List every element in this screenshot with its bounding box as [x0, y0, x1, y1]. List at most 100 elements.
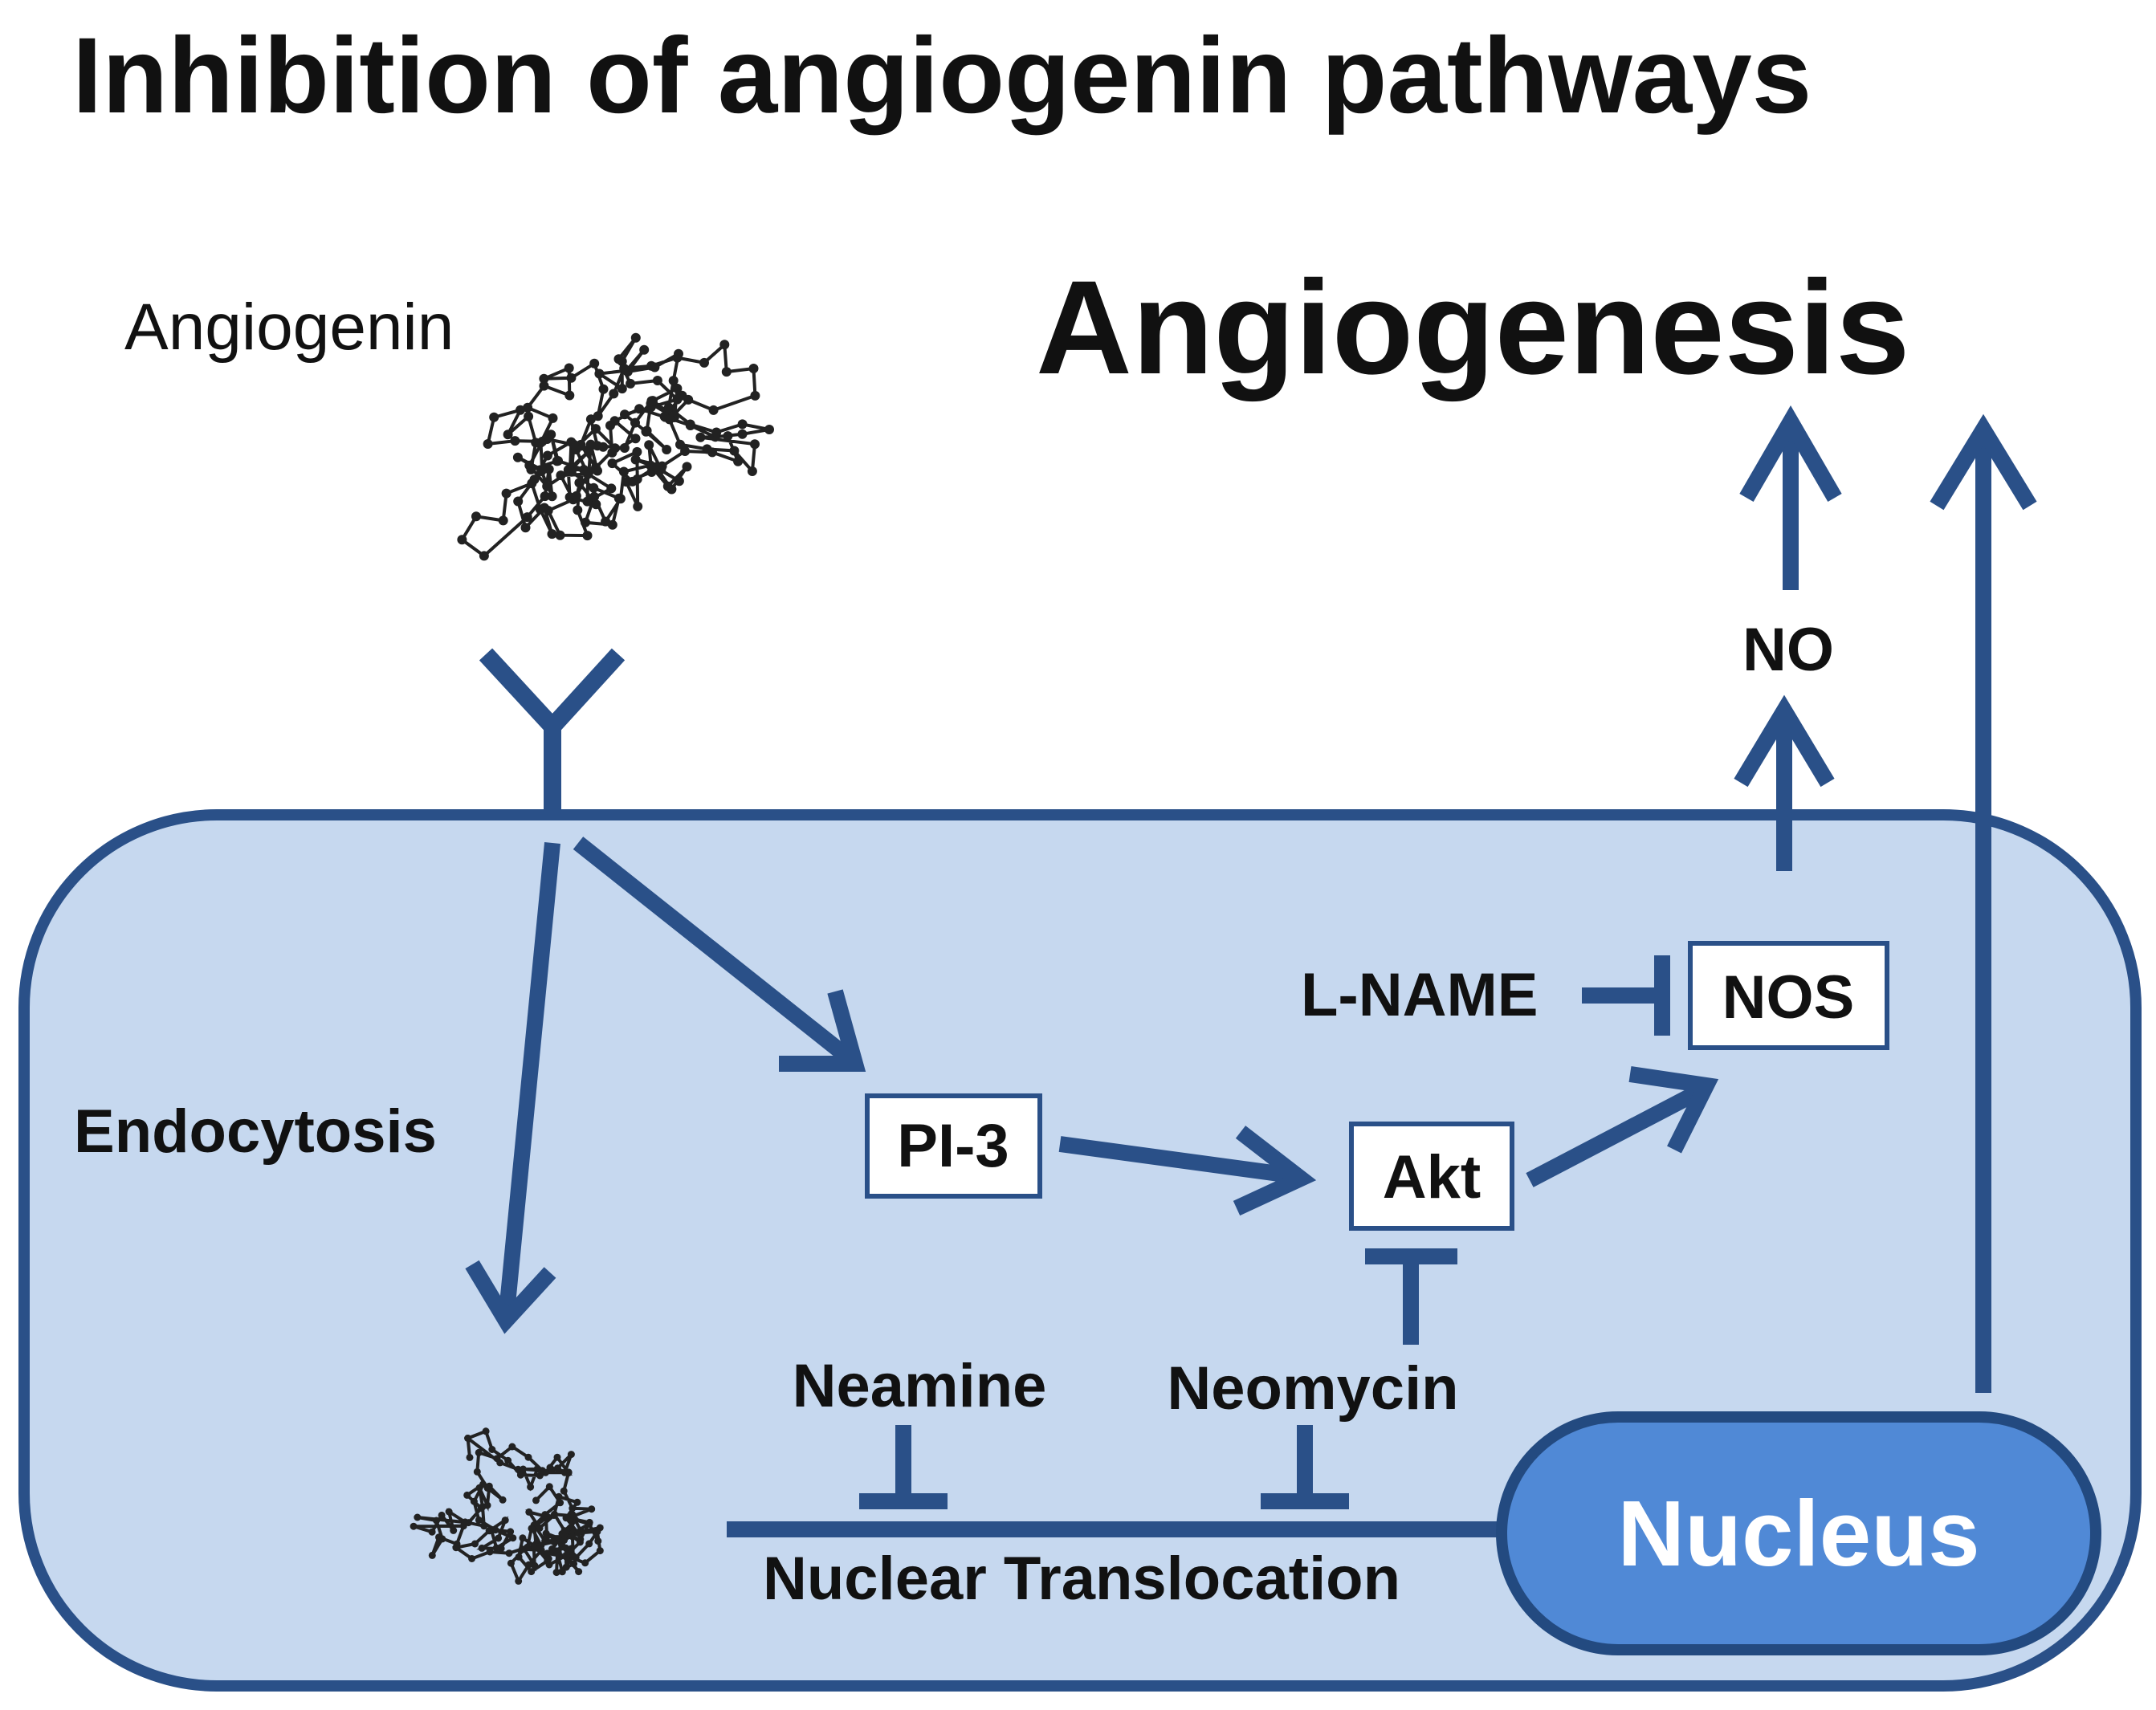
protein-atom	[663, 402, 674, 413]
protein-atom	[542, 1529, 550, 1537]
protein-atom	[515, 1577, 523, 1585]
protein-atom	[536, 1524, 544, 1532]
protein-atom	[576, 1538, 584, 1546]
protein-atom	[483, 439, 493, 449]
l-name-inhibition	[1582, 955, 1670, 1036]
nucleus-label: Nucleus	[1617, 1481, 1979, 1586]
protein-atom	[522, 512, 532, 523]
protein-atom	[545, 1561, 553, 1569]
protein-atom	[630, 332, 641, 343]
protein-atom	[485, 1482, 493, 1490]
protein-atom	[470, 1497, 478, 1505]
protein-atom	[613, 493, 624, 503]
pi3-to-akt-arrow	[1058, 1126, 1317, 1216]
protein-atom	[569, 1504, 577, 1513]
protein-atom	[644, 440, 654, 450]
protein-atom	[553, 1549, 561, 1557]
protein-atom	[575, 1568, 583, 1576]
protein-atom	[547, 529, 557, 539]
protein-atom	[680, 446, 691, 456]
protein-atom	[486, 1548, 494, 1556]
protein-atom	[733, 456, 744, 466]
protein-atom	[428, 1528, 436, 1536]
protein-atom	[568, 1545, 575, 1553]
protein-atom	[560, 1487, 568, 1495]
protein-atom	[479, 1480, 487, 1488]
protein-atom	[619, 443, 630, 453]
protein-atom	[581, 1559, 589, 1567]
protein-atom	[630, 434, 641, 444]
protein-atom	[523, 402, 533, 413]
protein-atom	[547, 491, 557, 502]
protein-atom	[589, 358, 600, 368]
protein-atom	[619, 363, 630, 373]
protein-atom	[617, 384, 627, 394]
protein-atom	[589, 482, 599, 493]
protein-atom	[627, 476, 638, 487]
protein-atom	[552, 1569, 560, 1577]
protein-atom	[633, 501, 643, 511]
akt-to-nos-arrow	[1526, 1066, 1719, 1187]
protein-atom	[750, 390, 760, 401]
protein-atom	[664, 414, 675, 425]
protein-atom	[721, 367, 732, 377]
protein-atom	[450, 1526, 458, 1534]
protein-atom	[594, 1537, 602, 1545]
protein-atom	[445, 1508, 453, 1516]
protein-atom	[560, 1468, 569, 1476]
protein-atom	[519, 1534, 527, 1542]
protein-atom	[554, 1464, 561, 1472]
protein-atom	[475, 1448, 483, 1456]
protein-atom	[498, 515, 508, 526]
protein-atom	[699, 357, 709, 368]
protein-atom	[553, 1453, 561, 1461]
protein-atom	[574, 478, 585, 488]
protein-atom	[531, 1561, 539, 1570]
angiogenesis-label: Angiogenesis	[1036, 254, 1909, 402]
protein-atom	[609, 389, 619, 399]
internalized-angiogenin-structure	[410, 1427, 604, 1585]
protein-atom	[510, 436, 520, 446]
protein-atom	[508, 1443, 516, 1451]
protein-atom	[433, 1517, 440, 1525]
protein-atom	[516, 405, 525, 415]
protein-atom	[618, 466, 629, 477]
protein-atom	[524, 1453, 532, 1461]
protein-atom	[480, 1522, 488, 1530]
pi3-node: PI-3	[865, 1093, 1042, 1199]
protein-atom	[528, 1525, 536, 1533]
protein-atom	[589, 491, 600, 502]
nucleus-to-angiogenesis-arrow	[1930, 413, 2037, 1393]
protein-atom	[525, 1508, 533, 1516]
protein-atom	[538, 1467, 546, 1475]
protein-atom	[551, 1510, 558, 1518]
protein-atom	[569, 1533, 577, 1541]
protein-atom	[548, 413, 558, 423]
protein-atom	[672, 352, 683, 363]
protein-atom	[609, 416, 620, 426]
protein-atom	[593, 466, 602, 476]
protein-atom	[562, 1514, 570, 1522]
protein-atom	[560, 1527, 569, 1535]
protein-atom	[473, 1468, 481, 1476]
diagram-title: Inhibition of angiogenin pathways	[72, 16, 1812, 136]
protein-atom	[588, 1505, 596, 1513]
protein-atom	[504, 1456, 512, 1464]
protein-atom	[532, 1496, 540, 1504]
protein-atom	[708, 405, 719, 415]
protein-atom	[593, 411, 603, 421]
protein-atom	[535, 504, 545, 515]
receptor-to-pi3-arrow	[573, 837, 866, 1072]
protein-atom	[683, 394, 694, 405]
protein-atom	[466, 1453, 474, 1461]
protein-atom	[685, 419, 695, 430]
protein-atom	[471, 511, 481, 522]
protein-atom	[675, 439, 685, 450]
protein-atom	[513, 496, 524, 507]
protein-atom	[507, 1559, 515, 1567]
protein-atom	[711, 427, 722, 438]
protein-atom	[414, 1513, 422, 1521]
protein-atom	[652, 376, 662, 385]
no-to-angiogenesis-arrow	[1739, 405, 1842, 590]
protein-atom	[569, 1552, 577, 1560]
